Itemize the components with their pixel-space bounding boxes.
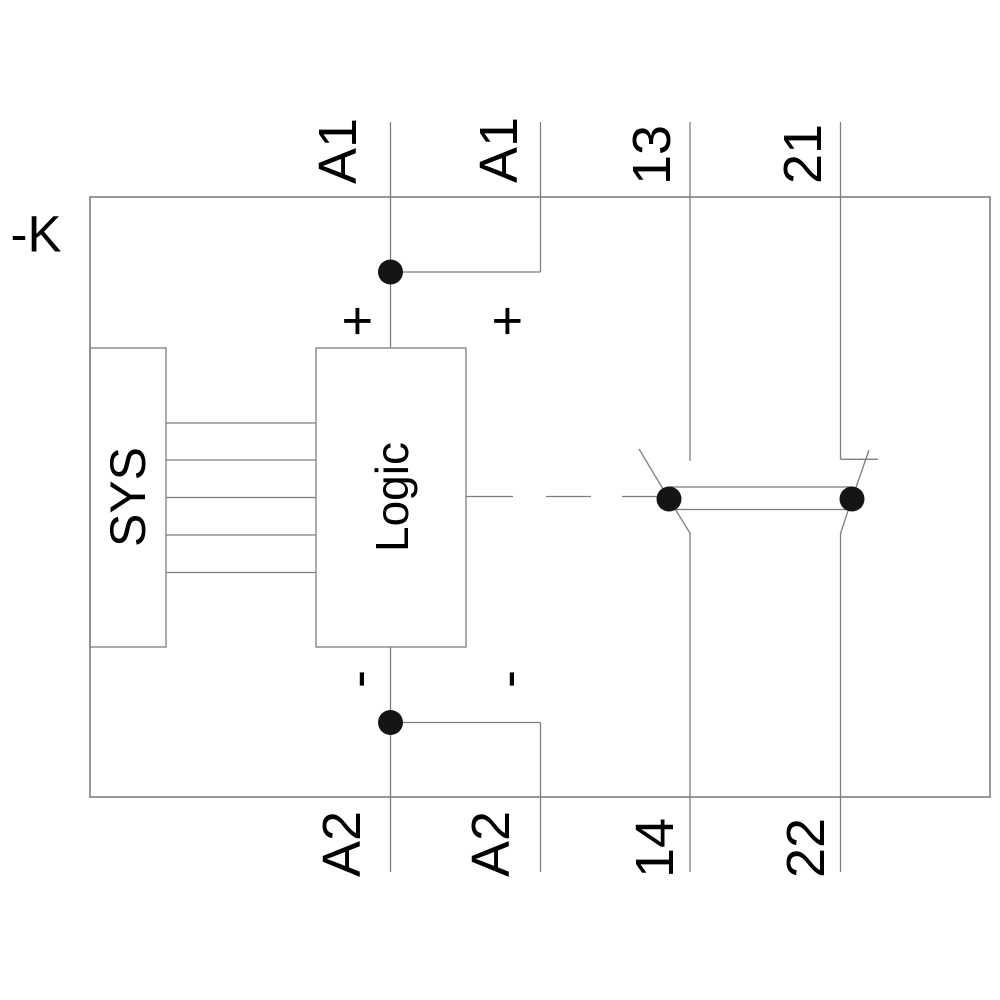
- terminal-label-14: 14: [625, 817, 685, 879]
- contact-dot-no: [656, 486, 682, 512]
- polarity-minus-coil: -: [328, 670, 388, 688]
- terminal-label-a1-aux: A1: [469, 116, 529, 184]
- polarity-plus-aux: +: [477, 305, 537, 337]
- terminal-label-a2-aux: A2: [461, 810, 521, 878]
- junction-dot-a1: [378, 259, 403, 285]
- sys-block-label: SYS: [100, 446, 156, 548]
- terminal-label-a1-coil: A1: [308, 117, 368, 185]
- device-tag-label: -K: [10, 205, 62, 263]
- logic-block-label: Logic: [366, 442, 418, 552]
- polarity-plus-coil: +: [327, 305, 387, 337]
- terminal-label-21: 21: [773, 123, 833, 185]
- terminal-label-a2-coil: A2: [312, 810, 372, 878]
- no-contact-13-14: [638, 122, 692, 872]
- contact-dot-nc: [839, 486, 865, 512]
- polarity-minus-aux: -: [478, 670, 538, 688]
- aux-supply-wires: [390, 122, 542, 872]
- terminal-label-22: 22: [776, 817, 836, 879]
- sys-logic-bus: [166, 422, 316, 574]
- junction-dot-a2: [378, 710, 403, 735]
- contact-link-bar: [668, 486, 853, 511]
- terminal-label-13: 13: [622, 124, 682, 186]
